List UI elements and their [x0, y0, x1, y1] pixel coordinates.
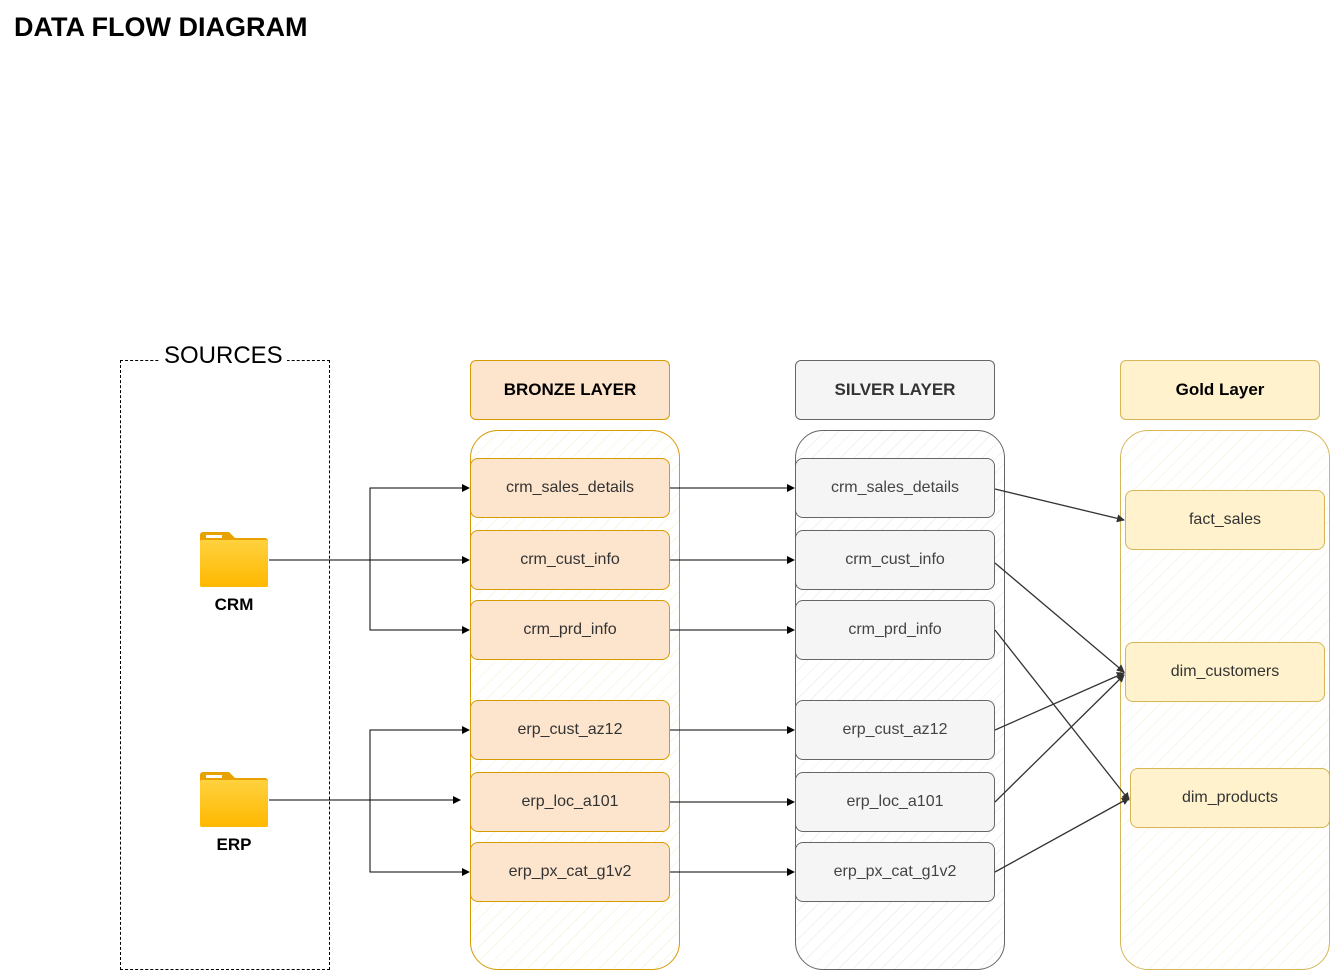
bronze-table-erp-px-cat-g1v2[interactable]: erp_px_cat_g1v2 — [470, 842, 670, 902]
arrow-px-cat-to-dim-products — [994, 797, 1130, 873]
arrow-cust-info-to-dim-customers — [994, 562, 1125, 673]
sources-container — [120, 360, 330, 970]
bronze-layer-header: BRONZE LAYER — [470, 360, 670, 420]
erp-folder-icon[interactable] — [199, 771, 269, 827]
gold-table-dim-products[interactable]: dim_products — [1130, 768, 1330, 828]
gold-layer-header: Gold Layer — [1120, 360, 1320, 420]
gold-table-fact-sales[interactable]: fact_sales — [1125, 490, 1325, 550]
crm-folder-icon[interactable] — [199, 531, 269, 587]
arrow-erp-cust-az12 — [369, 726, 470, 800]
silver-table-crm-sales-details[interactable]: crm_sales_details — [795, 458, 995, 518]
silver-table-erp-cust-az12[interactable]: erp_cust_az12 — [795, 700, 995, 760]
bronze-to-silver-arrows — [670, 484, 795, 876]
erp-source-label: ERP — [216, 835, 252, 854]
silver-table-erp-px-cat-g1v2[interactable]: erp_px_cat_g1v2 — [795, 842, 995, 902]
arrow-cust-az12-to-dim-customers — [994, 672, 1125, 731]
gold-table-dim-customers[interactable]: dim_customers — [1125, 642, 1325, 702]
bronze-table-crm-cust-info[interactable]: crm_cust_info — [470, 530, 670, 590]
crm-source-label: CRM — [214, 595, 254, 614]
arrow-loc-a101-to-dim-customers — [994, 674, 1125, 803]
page-title: DATA FLOW DIAGRAM — [14, 12, 308, 42]
bronze-table-crm-prd-info[interactable]: crm_prd_info — [470, 600, 670, 660]
arrow-to-fact-sales — [994, 488, 1125, 523]
silver-table-crm-cust-info[interactable]: crm_cust_info — [795, 530, 995, 590]
silver-layer-header: SILVER LAYER — [795, 360, 995, 420]
arrow-prd-info-to-dim-products — [994, 629, 1130, 801]
sources-label: SOURCES — [160, 342, 287, 370]
silver-to-gold-arrows — [994, 488, 1130, 873]
arrow-erp-px-cat-g1v2 — [369, 800, 470, 876]
bronze-table-erp-cust-az12[interactable]: erp_cust_az12 — [470, 700, 670, 760]
arrow-crm-prd-info — [369, 560, 470, 634]
bronze-table-crm-sales-details[interactable]: crm_sales_details — [470, 458, 670, 518]
silver-table-erp-loc-a101[interactable]: erp_loc_a101 — [795, 772, 995, 832]
arrow-crm-sales-details — [369, 484, 470, 560]
silver-table-crm-prd-info[interactable]: crm_prd_info — [795, 600, 995, 660]
bronze-table-erp-loc-a101[interactable]: erp_loc_a101 — [470, 772, 670, 832]
